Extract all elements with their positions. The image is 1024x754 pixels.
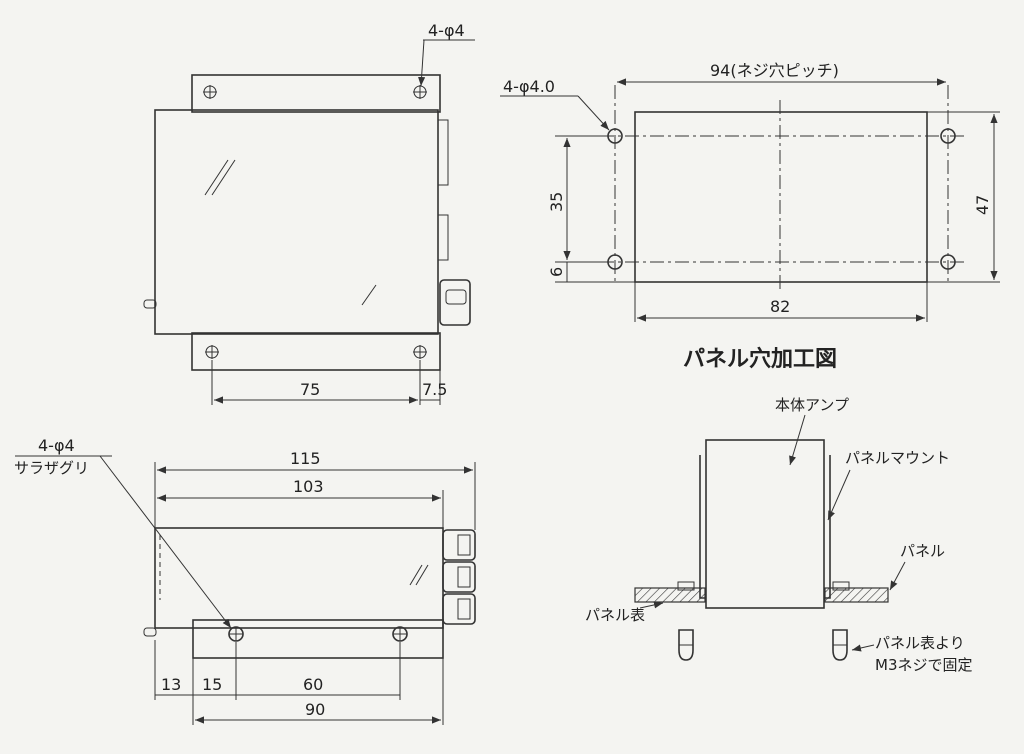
screw-hole — [607, 254, 623, 270]
label-panel-front: パネル表 — [585, 606, 645, 624]
cutout-dim-width: 82 — [770, 297, 790, 316]
cutout-dim-pitch: 94(ネジ穴ピッチ) — [710, 61, 839, 80]
screw-hole — [940, 254, 956, 270]
panel-plate-left — [634, 587, 706, 603]
label-mount: パネルマウント — [845, 449, 950, 467]
side-holes-sub: サラザグリ — [14, 459, 89, 477]
top-dim-pitch: 75 — [300, 380, 320, 399]
screw-hole — [607, 128, 623, 144]
cutout-dim-height-pitch: 35 — [547, 192, 566, 212]
top-holes-label: 4-φ4 — [428, 21, 465, 40]
note-line2: M3ネジで固定 — [875, 656, 973, 674]
side-dim-a: 13 — [161, 675, 181, 694]
note-line1: パネル表より — [875, 634, 965, 652]
top-dim-edge: 7.5 — [422, 380, 447, 399]
side-dim-body: 103 — [293, 477, 324, 496]
side-dim-base: 90 — [305, 700, 325, 719]
cutout-dim-height: 47 — [973, 195, 992, 215]
cutout-holes-label: 4-φ4.0 — [503, 77, 555, 96]
panel-cutout-view: 94(ネジ穴ピッチ) 4-φ4.0 35 6 47 82 パネル穴加工図 — [500, 61, 1000, 372]
label-panel: パネル — [900, 542, 945, 560]
side-view: 4-φ4 サラザグリ 115 103 13 15 60 90 — [14, 436, 476, 725]
side-dim-total: 115 — [290, 449, 321, 468]
cutout-dim-offset: 6 — [547, 267, 566, 277]
side-dim-c: 60 — [303, 675, 323, 694]
mount-diagram: 本体アンプ パネルマウント パネル パネル表 パネル表より M3ネジで固定 — [585, 396, 973, 674]
top-view: 4-φ4 75 7.5 — [143, 21, 475, 405]
side-dim-b: 15 — [202, 675, 222, 694]
panel-plate-right — [824, 587, 889, 603]
label-amp: 本体アンプ — [775, 396, 849, 414]
screw-hole — [940, 128, 956, 144]
side-holes-label: 4-φ4 — [38, 436, 75, 455]
cutout-title: パネル穴加工図 — [683, 346, 837, 372]
